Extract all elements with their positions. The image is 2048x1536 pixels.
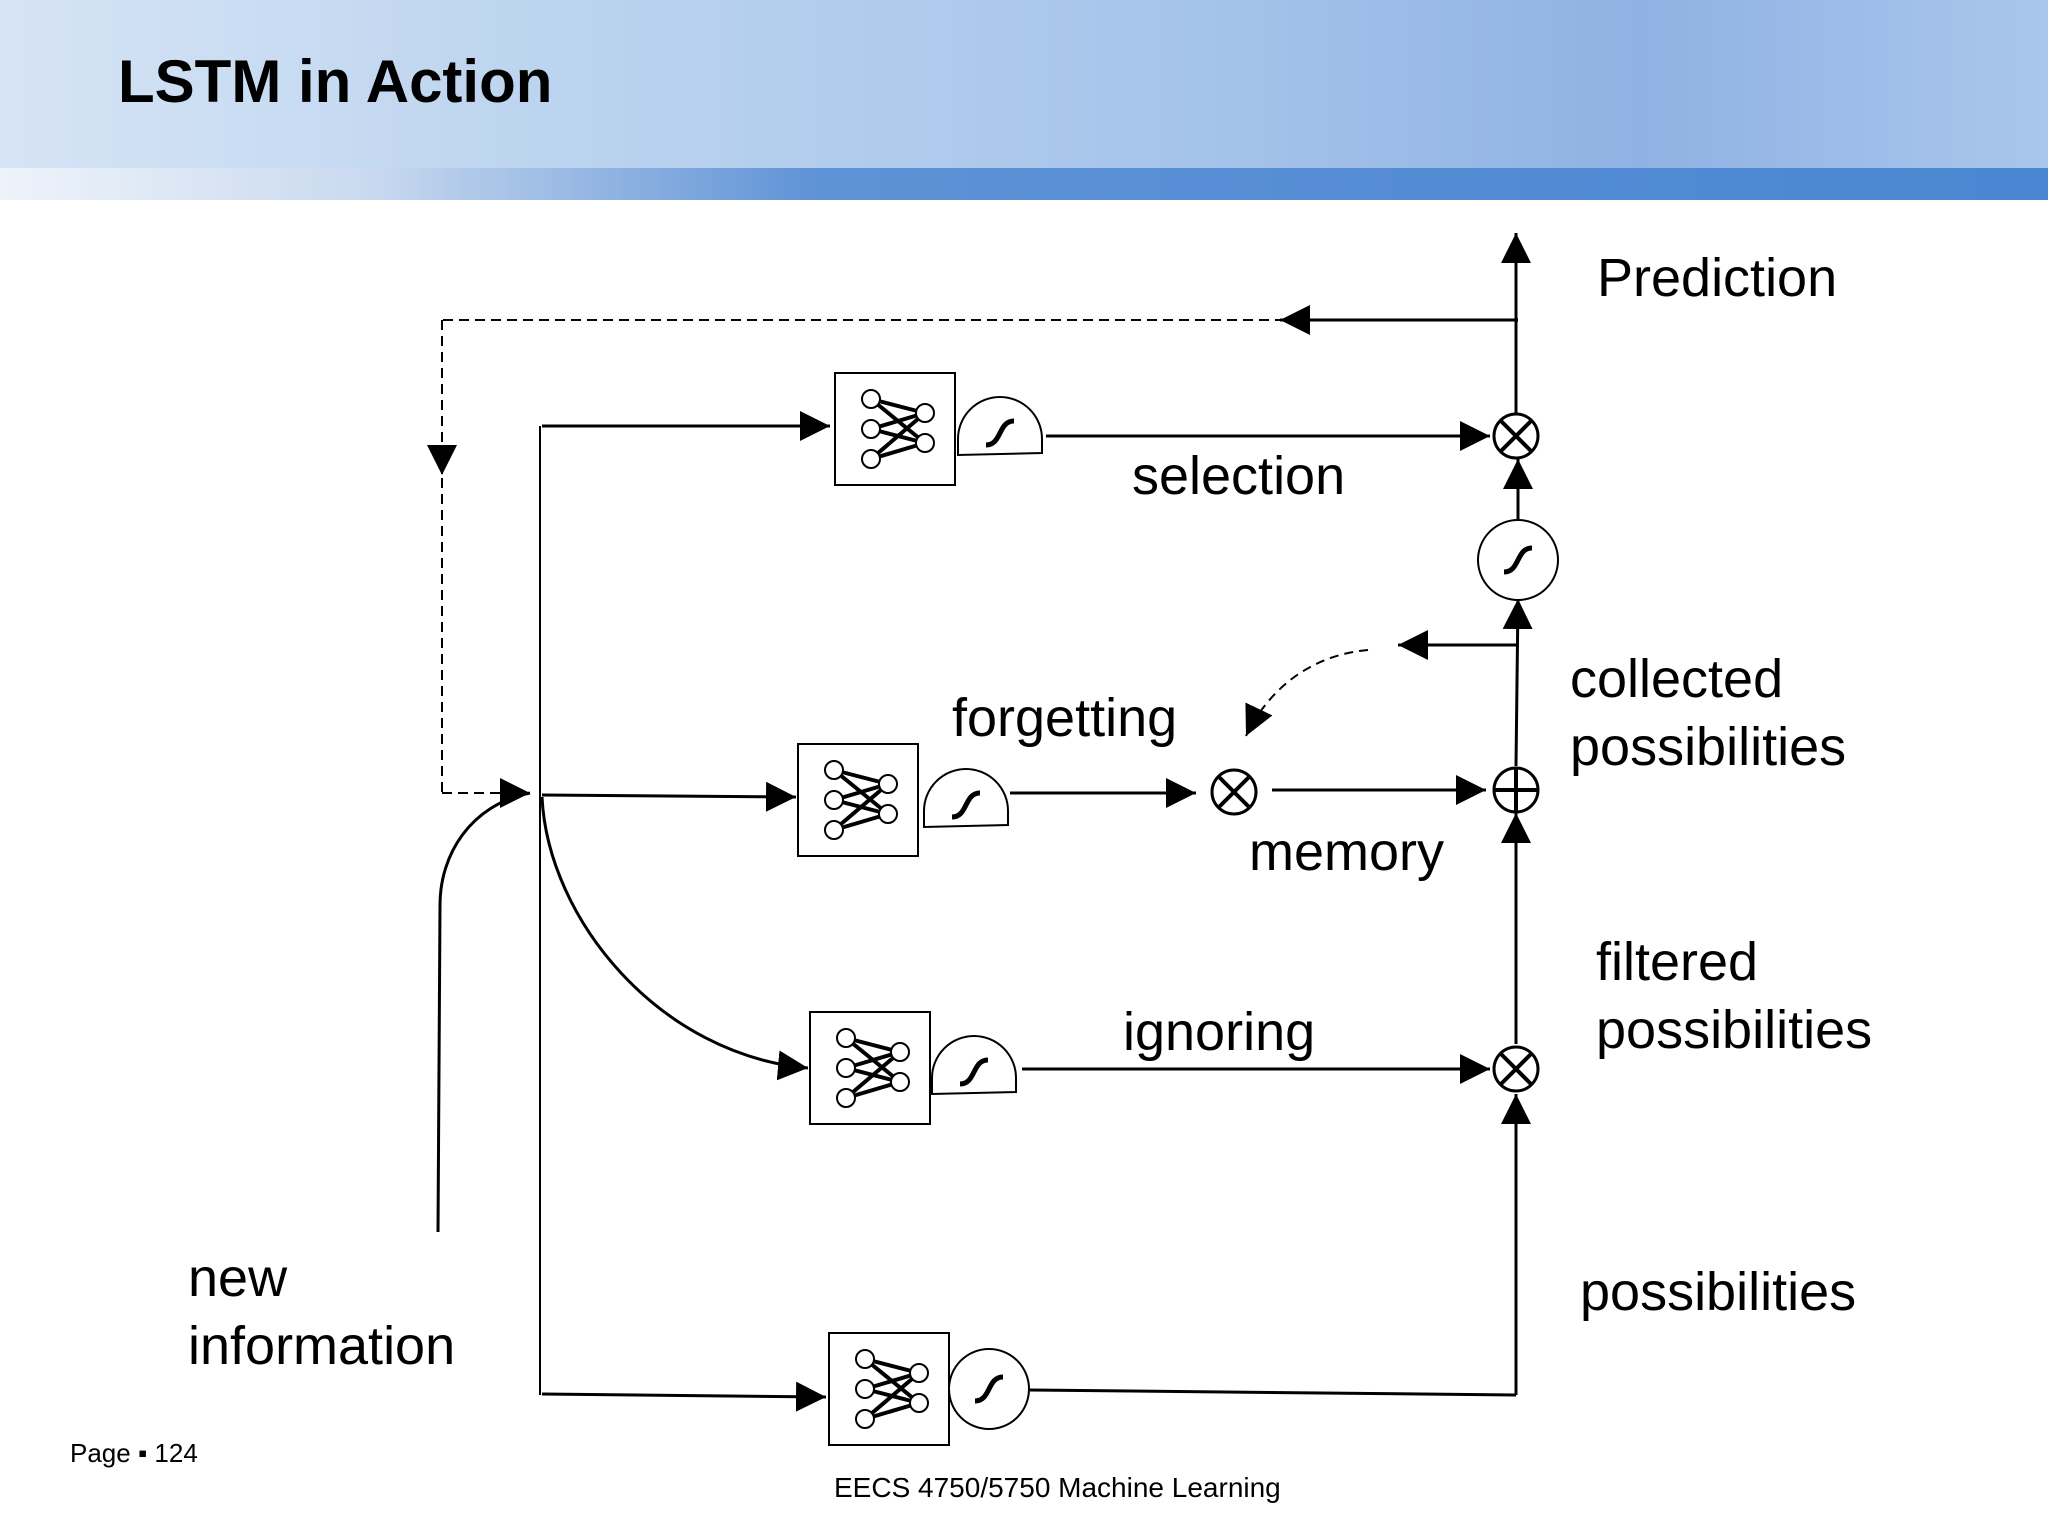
label-collected-possibilities: possibilities [1570,717,1846,777]
multiply-icon [1492,412,1540,460]
page-number: Page ▪ 124 [70,1438,198,1469]
label-ignoring: ignoring [1123,1002,1315,1062]
multiply-icon [1210,768,1258,816]
memory-dashed-arrow [1245,649,1369,737]
footer-course-title: EECS 4750/5750 Machine Learning [834,1472,1281,1503]
label-forgetting: forgetting [952,688,1177,748]
neural-network-icon [796,742,920,858]
squash-function-icon [1477,519,1559,601]
label-information: information [188,1316,455,1376]
label-filtered-possibilities: possibilities [1596,1000,1872,1060]
neural-network-icon [833,371,957,487]
neural-network-icon [827,1331,951,1447]
label-selection: selection [1132,446,1345,506]
label-prediction: Prediction [1597,248,1837,308]
squash-function-icon [958,397,1042,455]
header-accent-bar [0,168,2048,200]
arrow-to-possibilities-gate [541,1381,827,1412]
label-filtered: filtered [1596,932,1758,992]
page-number-value: 124 [154,1438,198,1468]
arrow-to-ignoring-gate [540,796,809,1081]
squash-function-icon [932,1036,1016,1094]
arrow-to-forgetting-gate [541,781,797,812]
squash-function-icon [948,1348,1030,1430]
label-memory: memory [1249,822,1444,882]
label-new: new [188,1248,288,1308]
page-separator: ▪ [137,1438,148,1468]
possibilities-line [1029,1388,1517,1397]
label-possibilities: possibilities [1580,1262,1856,1322]
add-icon [1492,766,1540,814]
squash-function-icon [924,769,1008,827]
feedback-dashed-path [427,319,1285,808]
label-collected: collected [1570,649,1783,709]
new-information-curve [436,791,531,1233]
collected-up-line [1502,598,1533,767]
header-background [0,0,2048,168]
neural-network-icon [808,1010,932,1126]
page-label: Page [70,1438,131,1468]
page-title: LSTM in Action [118,48,553,115]
multiply-icon [1492,1045,1540,1093]
